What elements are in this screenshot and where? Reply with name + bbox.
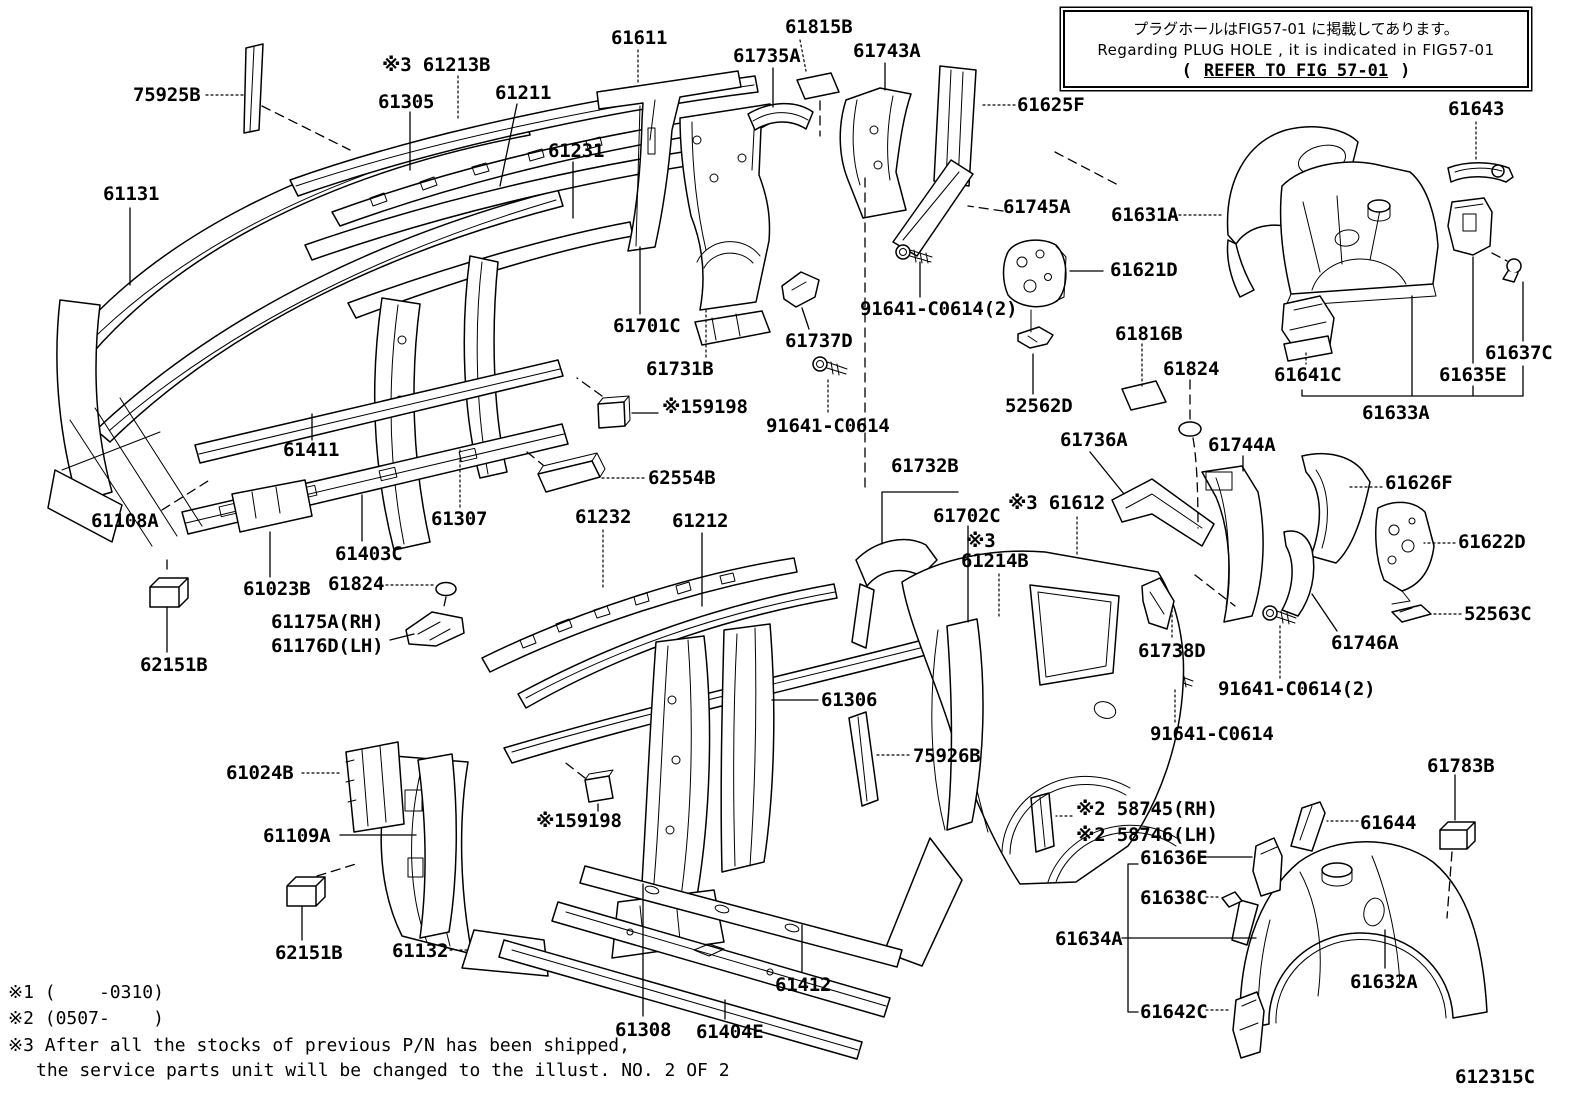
part-label-61212: 61212: [672, 510, 729, 532]
small-parts: [149, 43, 1476, 907]
part-label-61815B: 61815B: [785, 16, 853, 38]
part-label-61738D: 61738D: [1138, 640, 1206, 662]
part-label-159198: ※159198: [662, 396, 748, 418]
part-label-61732B: 61732B: [891, 455, 959, 477]
part-label-3-61213B: ※3 61213B: [382, 54, 491, 76]
part-label-61638C: 61638C: [1140, 887, 1208, 909]
part-label-61108A: 61108A: [91, 510, 159, 532]
part-label-61702C: 61702C: [933, 505, 1001, 527]
part-label-61611: 61611: [611, 27, 668, 49]
part-label-61308: 61308: [615, 1019, 672, 1041]
part-label-91641-C0614: 91641-C0614: [766, 415, 890, 437]
part-label-61305: 61305: [378, 91, 435, 113]
refer-close-paren: ): [1400, 60, 1411, 81]
part-label-61701C: 61701C: [613, 315, 681, 337]
part-label-2-58746-LH: ※2 58746(LH): [1076, 824, 1218, 846]
part-label-61824: 61824: [328, 573, 385, 595]
part-label-3: ※3: [966, 530, 996, 552]
part-label-61644: 61644: [1360, 812, 1417, 834]
note-refer-line: ( REFER TO FIG 57-01): [1182, 61, 1411, 81]
part-label-61631A: 61631A: [1111, 204, 1179, 226]
part-label-61744A: 61744A: [1208, 434, 1276, 456]
upper-right-wheelhouse: [1226, 126, 1522, 362]
note-english-text: Regarding PLUG HOLE , it is indicated in…: [1097, 40, 1495, 59]
part-label-61635E: 61635E: [1439, 364, 1507, 386]
part-label-61211: 61211: [495, 82, 552, 104]
part-label-61743A: 61743A: [853, 40, 921, 62]
part-label-62151B: 62151B: [275, 942, 343, 964]
refer-text: REFER TO FIG 57-01: [1203, 60, 1389, 81]
part-label-91641-C0614: 91641-C0614: [1150, 723, 1274, 745]
lower-right-wheelhouse: [1221, 801, 1488, 1059]
part-label-52563C: 52563C: [1464, 603, 1532, 625]
part-label-61306: 61306: [821, 689, 878, 711]
part-label-61642C: 61642C: [1140, 1001, 1208, 1023]
part-label-61745A: 61745A: [1003, 196, 1071, 218]
part-label-61641C: 61641C: [1274, 364, 1342, 386]
part-label-61131: 61131: [103, 183, 160, 205]
refer-open-paren: (: [1181, 60, 1192, 81]
footnote-1: ※1 ( -0310): [8, 982, 164, 1003]
note-box: プラグホールはFIG57-01 に掲載してあります。 Regarding PLU…: [1063, 10, 1529, 88]
note-japanese-text: プラグホールはFIG57-01 に掲載してあります。: [1133, 19, 1459, 38]
part-label-61735A: 61735A: [733, 45, 801, 67]
part-label-2-58745-RH: ※2 58745(RH): [1076, 798, 1218, 820]
part-label-61824: 61824: [1163, 358, 1220, 380]
footnote-3: ※3 After all the stocks of previous P/N …: [8, 1035, 630, 1056]
leader-lines: [129, 39, 1524, 1020]
part-label-61621D: 61621D: [1110, 259, 1178, 281]
part-label-61636E: 61636E: [1140, 847, 1208, 869]
part-label-61643: 61643: [1448, 98, 1505, 120]
footnote-2: ※2 (0507- ): [8, 1008, 164, 1029]
part-label-62151B: 62151B: [140, 654, 208, 676]
part-label-61633A: 61633A: [1362, 402, 1430, 424]
part-label-61737D: 61737D: [785, 330, 853, 352]
footnote-4: the service parts unit will be changed t…: [36, 1060, 730, 1081]
part-label-3-61612: ※3 61612: [1008, 492, 1105, 514]
part-label-61214B: 61214B: [961, 550, 1029, 572]
part-label-61626F: 61626F: [1385, 472, 1453, 494]
part-label-61637C: 61637C: [1485, 342, 1553, 364]
part-label-61816B: 61816B: [1115, 323, 1183, 345]
part-label-61175A-RH: 61175A(RH): [271, 611, 384, 633]
lower-body-side: [345, 557, 903, 1060]
quarter-panel-assembly: [503, 538, 1185, 967]
part-label-61307: 61307: [431, 508, 488, 530]
part-label-159198: ※159198: [536, 810, 622, 832]
part-label-61634A: 61634A: [1055, 928, 1123, 950]
part-label-61404E: 61404E: [696, 1021, 764, 1043]
part-label-61109A: 61109A: [263, 825, 331, 847]
part-label-61783B: 61783B: [1427, 755, 1495, 777]
rear-pillar-parts: [1111, 452, 1435, 630]
part-label-61731B: 61731B: [646, 358, 714, 380]
center-inner-assembly: [596, 70, 777, 346]
part-label-61622D: 61622D: [1458, 531, 1526, 553]
figure-id: 612315C: [1455, 1066, 1536, 1088]
part-label-61023B: 61023B: [243, 578, 311, 600]
part-label-61746A: 61746A: [1331, 632, 1399, 654]
part-label-61176D-LH: 61176D(LH): [271, 635, 384, 657]
part-label-91641-C0614-2: 91641-C0614(2): [860, 298, 1018, 320]
part-label-61231: 61231: [548, 140, 605, 162]
part-label-91641-C0614-2: 91641-C0614(2): [1218, 678, 1376, 700]
part-label-52562D: 52562D: [1005, 395, 1073, 417]
part-label-61024B: 61024B: [226, 762, 294, 784]
part-label-75926B: 75926B: [913, 745, 981, 767]
part-label-61736A: 61736A: [1060, 429, 1128, 451]
part-label-61412: 61412: [775, 974, 832, 996]
part-label-62554B: 62554B: [648, 467, 716, 489]
part-label-61632A: 61632A: [1350, 971, 1418, 993]
part-label-61232: 61232: [575, 506, 632, 528]
part-label-61132: 61132: [392, 940, 449, 962]
part-label-61625F: 61625F: [1017, 94, 1085, 116]
part-label-61411: 61411: [283, 439, 340, 461]
part-label-61403C: 61403C: [335, 543, 403, 565]
part-label-75925B: 75925B: [133, 84, 201, 106]
